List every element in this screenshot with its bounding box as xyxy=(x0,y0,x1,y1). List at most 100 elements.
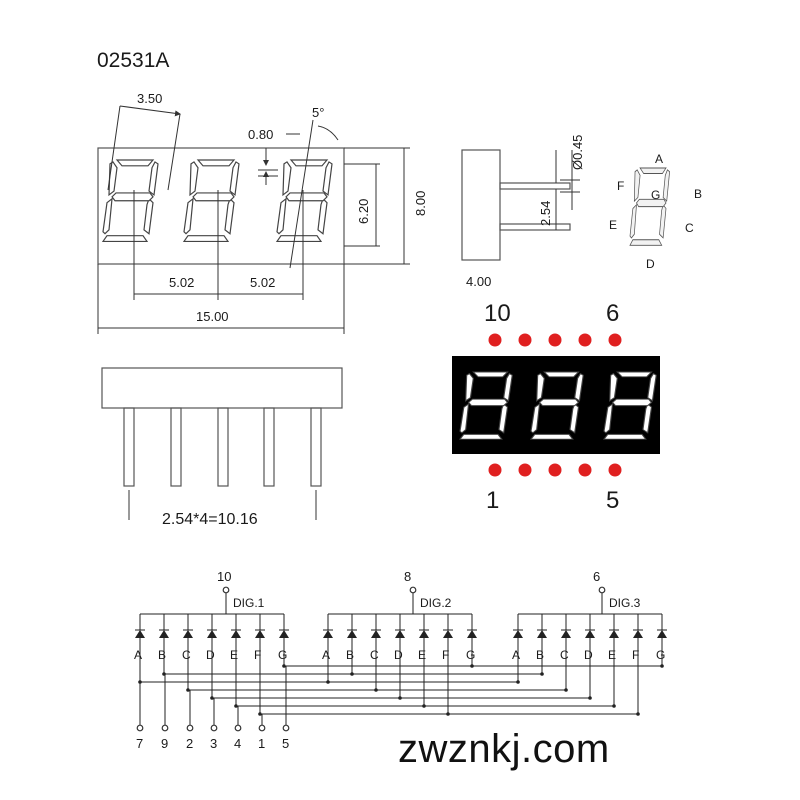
segment-label: C xyxy=(182,648,191,662)
common-pin-label: 8 xyxy=(404,569,411,584)
segment-pin-label: 4 xyxy=(234,736,241,751)
segment-label: E xyxy=(230,648,238,662)
segment-label: B xyxy=(536,648,544,662)
dim-pitch-2: 5.02 xyxy=(250,275,275,290)
segment-label: A xyxy=(512,648,520,662)
diode-icon xyxy=(633,630,643,638)
legend-label-g: G xyxy=(651,188,660,202)
diode-icon xyxy=(537,630,547,638)
segment-pin-node xyxy=(210,724,218,732)
segment-pin-node xyxy=(234,724,242,732)
diode-icon xyxy=(561,630,571,638)
dim-digit-height: 6.20 xyxy=(356,199,371,224)
segment-label: D xyxy=(206,648,215,662)
dim-pitch-1: 5.02 xyxy=(169,275,194,290)
legend-label-d: D xyxy=(646,257,655,271)
diode-icon xyxy=(371,630,381,638)
pin-dot-top-1 xyxy=(488,333,502,347)
display-body-outline xyxy=(97,147,345,265)
segment-pin-label: 7 xyxy=(136,736,143,751)
common-pin-label: 10 xyxy=(217,569,231,584)
side-view: Ø0.45 2.54 4.00 xyxy=(461,135,585,289)
pin-dot-bottom-1 xyxy=(488,463,502,477)
legend-label-c: C xyxy=(685,221,694,235)
segment-pin-label: 1 xyxy=(258,736,265,751)
segment-label: C xyxy=(560,648,569,662)
segment-label: B xyxy=(346,648,354,662)
side-pin-upper xyxy=(499,182,571,190)
side-body-outline xyxy=(461,149,501,261)
segment-label: C xyxy=(370,648,379,662)
pin-dot-top-5 xyxy=(608,333,622,347)
legend-label-f: F xyxy=(617,179,624,193)
pin-dot-top-4 xyxy=(578,333,592,347)
diode-icon xyxy=(657,630,667,638)
segment-pin-label: 3 xyxy=(210,736,217,751)
pin-dot-bottom-2 xyxy=(518,463,532,477)
segment-pin-label: 2 xyxy=(186,736,193,751)
side-pin-lower xyxy=(499,223,571,231)
segment-pin-label: 9 xyxy=(161,736,168,751)
segment-label: F xyxy=(442,648,449,662)
dim-slant: 5° xyxy=(312,105,324,120)
junction-dot xyxy=(258,712,262,716)
segment-label: B xyxy=(158,648,166,662)
diode-icon xyxy=(159,630,169,638)
diode-icon xyxy=(609,630,619,638)
diode-icon xyxy=(585,630,595,638)
segment-pin-node xyxy=(136,724,144,732)
pin-dot-bottom-4 xyxy=(578,463,592,477)
dim-body-width: 15.00 xyxy=(196,309,229,324)
watermark-text: zwznkj.com xyxy=(398,727,610,771)
segment-label: G xyxy=(278,648,287,662)
common-pin-node xyxy=(222,586,230,594)
photo-pin-label-1: 1 xyxy=(486,487,499,514)
dim-pin-diameter: Ø0.45 xyxy=(570,135,585,170)
pin-dot-bottom-5 xyxy=(608,463,622,477)
dim-pin-pitch-total: 2.54*4=10.16 xyxy=(162,511,258,528)
photo-pin-label-6: 6 xyxy=(606,300,619,327)
diode-icon xyxy=(279,630,289,638)
digit-label: DIG.2 xyxy=(420,596,452,610)
segment-pin-label: 5 xyxy=(282,736,289,751)
junction-dot xyxy=(186,688,190,692)
segment-pin-node xyxy=(258,724,266,732)
diode-icon xyxy=(395,630,405,638)
common-pin-node xyxy=(598,586,606,594)
pin-dot-top-3 xyxy=(548,333,562,347)
digit-1-outline xyxy=(102,159,159,243)
segment-pin-node xyxy=(186,724,194,732)
segment-label: A xyxy=(134,648,142,662)
dim-pin-row-spacing: 2.54 xyxy=(538,201,553,226)
segment-label: D xyxy=(394,648,403,662)
bottom-body-outline xyxy=(101,367,343,409)
bottom-view: 2.54*4=10.16 xyxy=(101,367,343,528)
photo-pin-label-5: 5 xyxy=(606,487,619,514)
diode-icon xyxy=(443,630,453,638)
front-view: 3.50 5° 0.80 6.20 8.00 5.02 5.02 15. xyxy=(97,91,428,334)
bottom-pin-3 xyxy=(217,407,229,487)
diode-icon xyxy=(513,630,523,638)
segment-label: G xyxy=(656,648,665,662)
diode-icon xyxy=(419,630,429,638)
legend-label-b: B xyxy=(694,187,702,201)
segment-label: E xyxy=(418,648,426,662)
junction-dot xyxy=(210,696,214,700)
diode-icon xyxy=(207,630,217,638)
digit-label: DIG.3 xyxy=(609,596,641,610)
digit-2-outline xyxy=(183,159,240,243)
segment-label: G xyxy=(466,648,475,662)
diode-icon xyxy=(255,630,265,638)
legend-label-a: A xyxy=(655,152,663,166)
bottom-pin-1 xyxy=(123,407,135,487)
segment-label: F xyxy=(632,648,639,662)
pin-dot-top-2 xyxy=(518,333,532,347)
dim-body-height: 8.00 xyxy=(413,191,428,216)
segment-legend: A B C D E F G xyxy=(609,152,702,271)
segment-label: F xyxy=(254,648,261,662)
dim-segment-width: 3.50 xyxy=(137,91,162,106)
diode-icon xyxy=(347,630,357,638)
photo-pin-label-10: 10 xyxy=(484,300,511,327)
